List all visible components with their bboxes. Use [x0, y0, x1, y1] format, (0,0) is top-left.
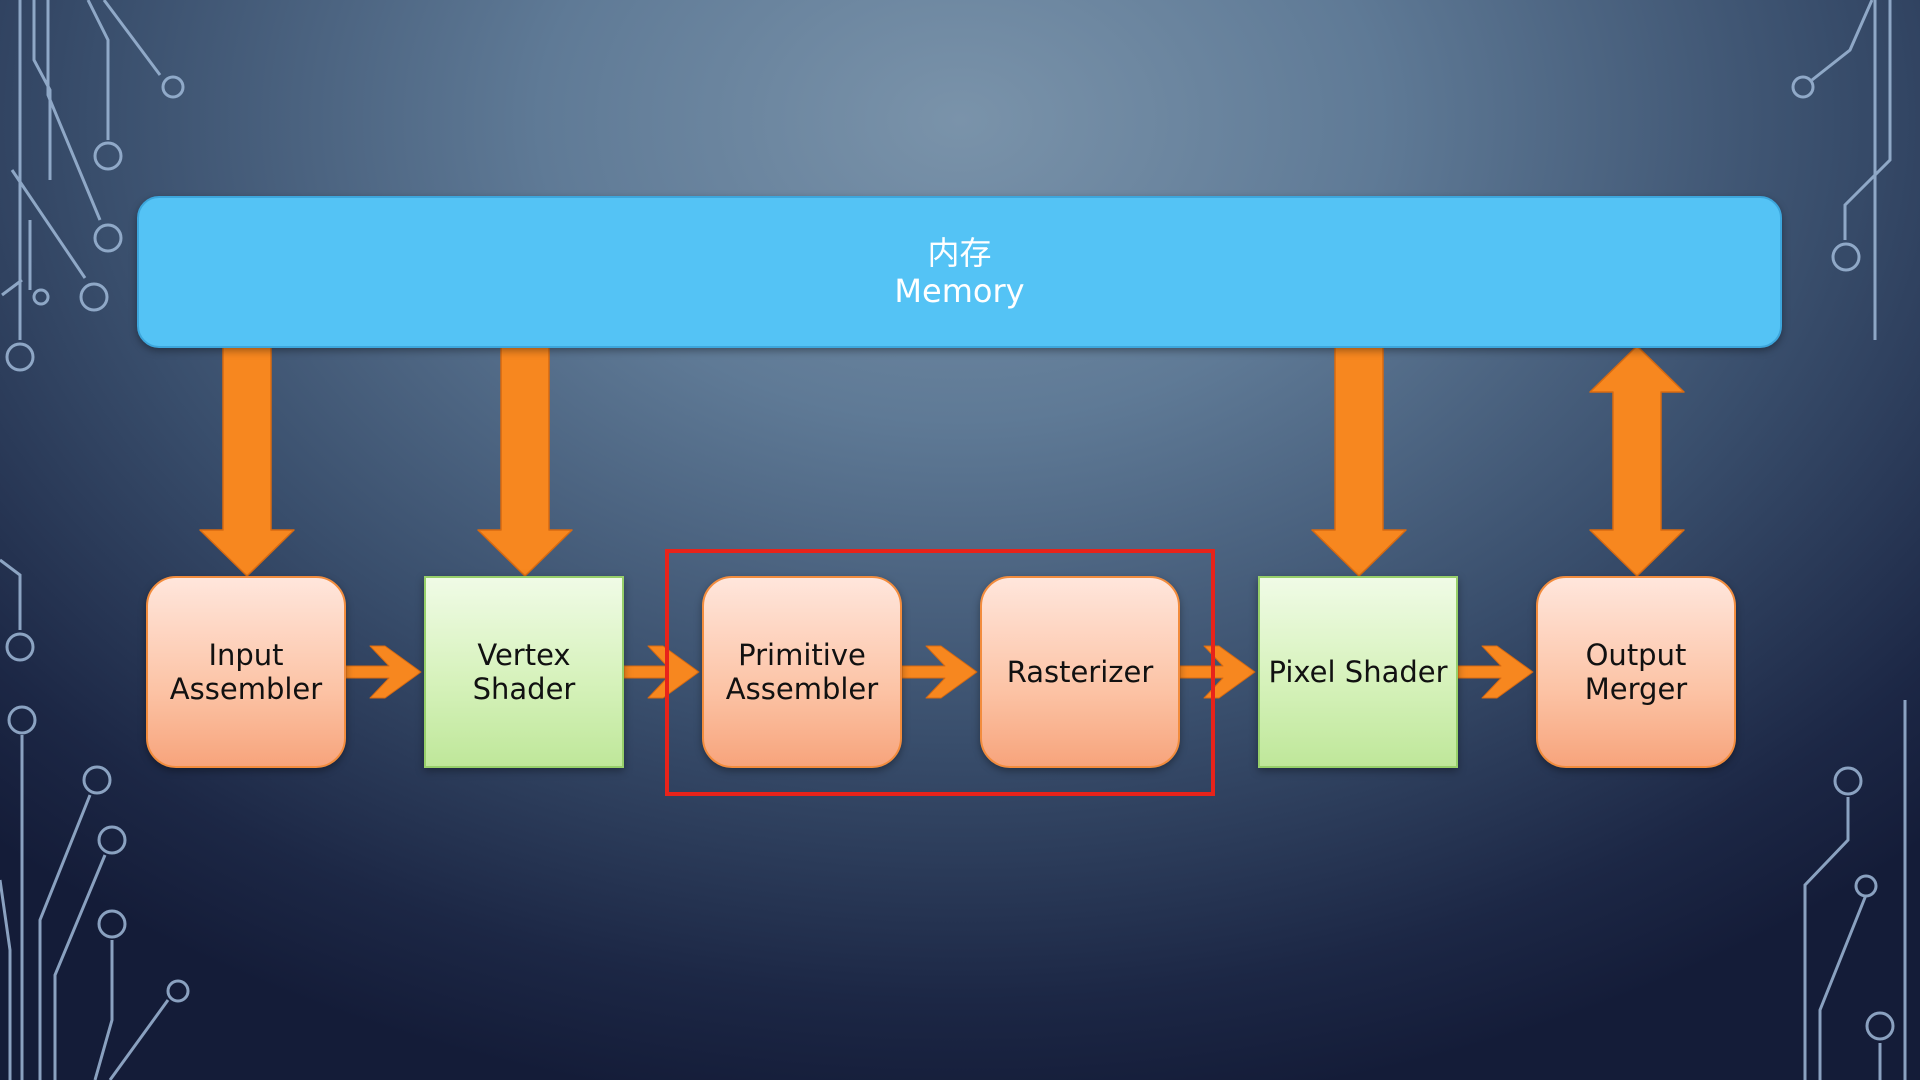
- circuit-node: [7, 705, 37, 735]
- circuit-line: [1818, 894, 1868, 1080]
- circuit-node: [79, 282, 109, 312]
- circuit-node: [93, 141, 123, 171]
- stage-input-assembler: Input Assembler: [146, 576, 346, 768]
- circuit-node: [93, 223, 123, 253]
- circuit-node: [166, 979, 190, 1003]
- circuit-node: [1865, 1011, 1895, 1041]
- circuit-node: [1791, 75, 1815, 99]
- circuit-line: [93, 940, 114, 1080]
- circuit-line: [1803, 797, 1850, 1080]
- circuit-node: [1854, 874, 1878, 898]
- circuit-node: [32, 288, 50, 306]
- circuit-line: [0, 558, 22, 630]
- arrow-output-merger-memory: [1589, 345, 1685, 577]
- circuit-line: [38, 794, 92, 1080]
- circuit-line: [1843, 0, 1892, 240]
- circuit-line: [102, 0, 162, 76]
- memory-block: 内存 Memory: [137, 196, 1782, 348]
- circuit-line: [0, 879, 12, 1080]
- circuit-node: [1833, 766, 1863, 796]
- circuit-node: [1831, 242, 1861, 272]
- circuit-node: [161, 75, 185, 99]
- arrow-primitive-to-rasterizer: [901, 645, 978, 699]
- circuit-line: [1811, 0, 1874, 82]
- circuit-line: [10, 169, 87, 279]
- arrow-memory-to-input-assembler: [199, 343, 295, 577]
- stage-output-merger: Output Merger: [1536, 576, 1736, 768]
- circuit-line: [1, 278, 23, 297]
- stage-pixel-shader: Pixel Shader: [1258, 576, 1458, 768]
- memory-label-cn: 内存: [927, 234, 992, 272]
- circuit-node: [97, 825, 127, 855]
- circuit-node: [5, 342, 35, 372]
- arrow-memory-to-pixel-shader: [1311, 343, 1407, 577]
- circuit-line: [32, 0, 52, 180]
- stage-vertex-shader: Vertex Shader: [424, 576, 624, 768]
- stage-primitive-assembler: Primitive Assembler: [702, 576, 902, 768]
- arrow-pixel-to-output: [1457, 645, 1534, 699]
- arrow-vertex-to-primitive: [623, 645, 700, 699]
- stage-rasterizer: Rasterizer: [980, 576, 1180, 768]
- circuit-line: [86, 0, 110, 140]
- circuit-line: [53, 854, 107, 1080]
- arrow-memory-to-vertex-shader: [477, 343, 573, 577]
- circuit-line: [46, 0, 102, 221]
- highlight-box: [665, 549, 1215, 796]
- circuit-node: [82, 765, 112, 795]
- memory-label-en: Memory: [894, 272, 1025, 310]
- circuit-line: [108, 999, 170, 1080]
- circuit-node: [5, 632, 35, 662]
- arrow-input-to-vertex: [345, 645, 422, 699]
- circuit-node: [97, 909, 127, 939]
